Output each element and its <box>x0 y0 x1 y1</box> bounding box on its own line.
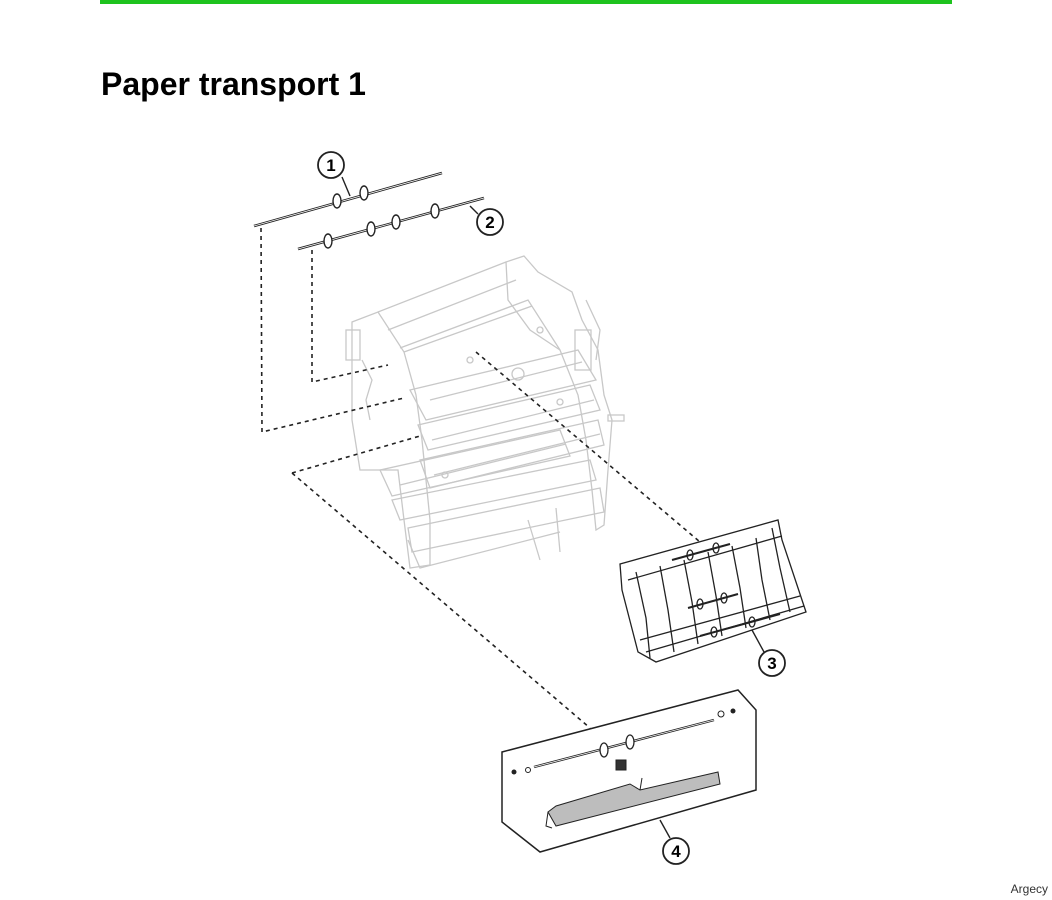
callout-2-label: 2 <box>485 213 494 232</box>
callout-2: 2 <box>469 205 504 236</box>
roller-1b <box>359 185 369 201</box>
callout-3: 3 <box>751 629 786 677</box>
callout-1: 1 <box>317 151 351 197</box>
tray-assembly-part-4 <box>501 689 757 853</box>
page-title: Paper transport 1 <box>101 66 366 102</box>
paper-guide-part-3 <box>619 519 807 663</box>
roller-1a <box>332 193 342 209</box>
shaft-part-1 <box>253 171 443 228</box>
footer-brand: Argecy <box>1010 882 1048 896</box>
top-accent-rule <box>100 0 952 4</box>
roller-2c <box>391 214 401 230</box>
callout-4: 4 <box>659 819 690 865</box>
callout-3-label: 3 <box>767 654 776 673</box>
roller-2b <box>366 221 376 237</box>
explosion-lines <box>260 227 701 729</box>
callout-4-label: 4 <box>671 842 681 861</box>
callout-1-label: 1 <box>326 156 335 175</box>
roller-2d <box>430 203 440 219</box>
roller-2a <box>323 233 333 249</box>
printer-frame <box>345 255 625 569</box>
shaft-part-2 <box>297 196 485 251</box>
